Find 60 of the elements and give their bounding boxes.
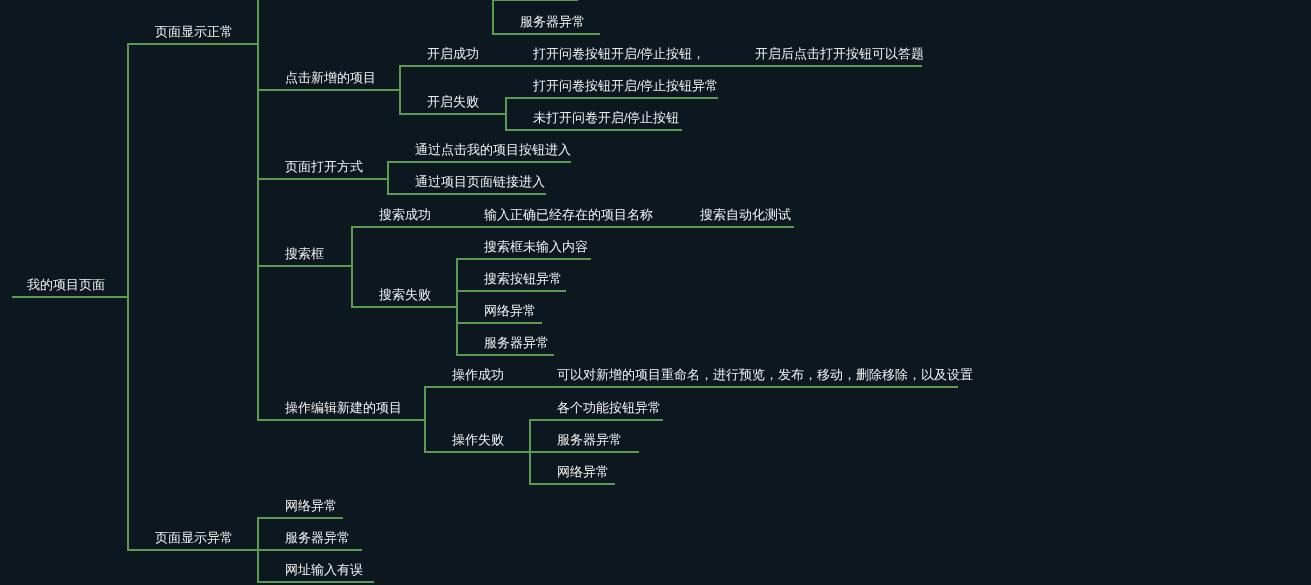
- topic-text: 搜索失败: [379, 287, 431, 303]
- connector-line: [505, 97, 519, 115]
- connector-line: [456, 226, 470, 228]
- connector-line: [351, 265, 365, 308]
- connector-line: [257, 0, 259, 45]
- topic-text: 可以对新增的项目重命名，进行预览，发布，移动，删除移除，以及设置: [557, 367, 973, 383]
- topic-text: 网络异常: [285, 498, 337, 514]
- connector-line: [399, 65, 413, 91]
- topic-text: 输入正确已经存在的项目名称: [484, 207, 653, 223]
- topic-text: 操作编辑新建的项目: [285, 400, 402, 416]
- topic-text: 服务器异常: [520, 14, 585, 30]
- connector-line: [456, 290, 470, 308]
- connector-line: [505, 65, 519, 67]
- connector-line: [387, 178, 401, 195]
- connector-line: [529, 419, 543, 453]
- connector-line: [505, 113, 519, 131]
- connector-line: [529, 386, 543, 388]
- topic-text: 打开问卷按钮开启/停止按钮，: [533, 46, 706, 62]
- topic-text: 网络异常: [557, 464, 609, 480]
- topic-text: 开启成功: [427, 46, 479, 62]
- connector-line: [424, 386, 438, 421]
- connector-line: [529, 451, 543, 485]
- topic-text: 点击新增的项目: [285, 70, 376, 86]
- topic-text: 操作成功: [452, 367, 504, 383]
- connector-line: [399, 89, 413, 115]
- connector-line: [351, 226, 365, 267]
- connector-line: [257, 517, 271, 551]
- connector-line: [492, 0, 506, 35]
- topic-text: 搜索成功: [379, 207, 431, 223]
- topic-text: 开启失败: [427, 94, 479, 110]
- connector-line: [257, 549, 271, 551]
- topic-text: 开启后点击打开按钮可以答题: [755, 46, 924, 62]
- connector-line: [529, 451, 543, 453]
- topic-text: 页面打开方式: [285, 159, 363, 175]
- connector-line: [127, 296, 141, 551]
- topic-text: 通过项目页面链接进入: [415, 174, 545, 190]
- topic-text: 打开问卷按钮开启/停止按钮异常: [533, 78, 719, 94]
- topic-text: 页面显示正常: [155, 24, 233, 40]
- topic-text: 操作失败: [452, 432, 504, 448]
- topic-text: 搜索按钮异常: [484, 271, 562, 287]
- topic-text: 通过点击我的项目按钮进入: [415, 142, 571, 158]
- connector-line: [424, 419, 438, 453]
- topic-text: 各个功能按钮异常: [557, 400, 661, 416]
- connector-line: [727, 65, 741, 67]
- topic-text: 服务器异常: [557, 432, 622, 448]
- connector-line: [672, 226, 686, 228]
- topic-text: 服务器异常: [484, 335, 549, 351]
- connector-line: [127, 43, 141, 298]
- topic-text: 页面显示异常: [155, 530, 233, 546]
- connector-line: [456, 306, 470, 356]
- topic-text: 网址输入有误: [285, 562, 363, 578]
- topic-text: 搜索自动化测试: [700, 207, 791, 223]
- topic-text: 网络异常: [484, 303, 536, 319]
- connector-line: [257, 549, 271, 583]
- connector-line: [387, 161, 401, 180]
- topic-text: 服务器异常: [285, 530, 350, 546]
- topic-text: 搜索框: [285, 246, 324, 262]
- topic-text: 未打开问卷开启/停止按钮: [533, 110, 680, 126]
- topic-text: 搜索框未输入内容: [484, 239, 588, 255]
- topic-text: 我的项目页面: [27, 277, 105, 293]
